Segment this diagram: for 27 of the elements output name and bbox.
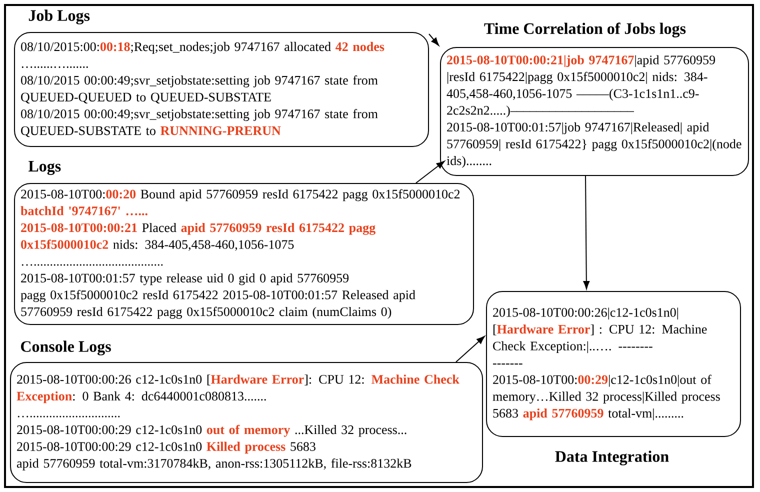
heading: Logs [28,161,61,175]
heading: Console Logs [21,340,111,356]
node-label: pagg 0x15f5000010c2 resId 6175422 2015-08-10T00:01:57 Released apid 57760959 resId 6175422 pagg 0x15f5000010c2 claim (numClaims 0) [20,290,416,319]
node-label: 2015-08-10T00:00:29 c12-1c0s1n0 out of memory ...Killed 32 process... [17,424,406,437]
node-label: 2015-08-10T00:00:29 c12-1c0s1n0 Killed process 5683 [17,442,316,454]
arrow [583,176,590,290]
log-box: 2015-08-10T00:00:26|c12-1c0s1n0| [Hardware Error] : CPU 12: Machine Check Exception:|..…. -------- ------- 2015-08-10T00:00:29|c12-1c0s1n0|out of memory…Killed 32 process|Killed process 5683 apid 57760959 total-vm|......... [486,291,741,437]
arrow [416,160,445,184]
log-box: 08/10/2015:00:00:18;Req;set_nodes;job 9747167 allocated 42 nodes …......…....... 08/10/2015 00:00:49;svr_setjobstate:setting job 9747167 state from QUEUED-QUEUED to QUEUED-SUBSTATE 08/10/2015 00:00:49;svr_setjobstate:setting job 9747167 state from QUEUED-SUBSTATE to RUNNING-PRERUN [14,32,429,147]
log-box: 2015-08-10T00:00:26 c12-1c0s1n0 [Hardware Error]: CPU 12: Machine Check Exception: 0 Bank 4: dc6440001c080813....... …............................ 2015-08-10T00:00:29 c12-1c0s1n0 out of memory ...Killed 32 process... 2015-08-10T00:00:29 c12-1c0s1n0 Killed process 5683 apid 57760959 total-vm:3170784kB, anon-rss:1305112kB, file-rss:8132kB [10,362,483,483]
node-label: …........................................ [22,264,163,266]
node-label: apid 57760959 total-vm:3170784kB, anon-rss:1305112kB, file-rss:8132kB [16,458,412,470]
node-label: 08/10/2015 00:00:49;svr_setjobstate:setting job 9747167 state from QUEUED-SUBSTATE to RUNNING-PRERUN [21,108,378,138]
arrow [456,336,485,362]
node-label: 2015-08-10T00:00:20 Bound apid 57760959 resId 6175422 pagg 0x15f5000010c2 batchId '9747167' …... [20,189,460,216]
node-label: 2015-08-10T00:00:26 c12-1c0s1n0 [Hardware Error]: CPU 12: Machine Check Exception: 0 Bank 4: dc6440001c080813....... [16,374,460,404]
heading: Data Integration [555,450,669,466]
node-label: 08/10/2015 00:00:49;svr_setjobstate:setting job 9747167 state from QUEUED-QUEUED to QUEUED-SUBSTATE [21,75,378,104]
log-box: 2015-08-10T00:00:21|job 9747167|apid 57760959 |resId 6175422|pagg 0x15f5000010c2| nids: 384-405,458-460,1056-1075 –––––(C3-1c1s1n1..c9-2c2s2n2.....)––––––––––––––––––– 2015-08-10T00:01:57|job 9747167|Released| apid 57760959| resId 6175422} pagg 0x15f5000010c2|(node ids)........ [440,47,749,176]
node-label: 08/10/2015:00:00:18;Req;set_nodes;job 9747167 allocated 42 nodes …......…....... [21,42,384,68]
log-box: 2015-08-10T00:00:20 Bound apid 57760959 resId 6175422 pagg 0x15f5000010c2 batchId '9747167' …... 2015-08-10T00:00:21 Placed apid 57760959 resId 6175422 pagg 0x15f5000010c2 nids: 384-405,458-460,1056-1075 …........................................ 2015-08-10T00:01:57 type release uid 0 gid 0 apid 57760959 pagg 0x15f5000010c2 resId 6175422 2015-08-10T00:01:57 Released apid 57760959 resId 6175422 pagg 0x15f5000010c2 claim (numClaims 0) [14,183,474,325]
node-label: 2015-08-10T00:01:57 type release uid 0 gid 0 apid 57760959 [21,273,349,286]
heading: Job Logs [28,10,90,24]
node-label: …............................ [18,416,120,418]
arrow [428,34,440,46]
node-label: 2015-08-10T00:00:21 Placed apid 57760959 resId 6175422 pagg 0x15f5000010c2 nids: 384-405,458-460,1056-1075 [21,222,376,251]
heading: Time Correlation of Jobs logs [484,22,686,38]
